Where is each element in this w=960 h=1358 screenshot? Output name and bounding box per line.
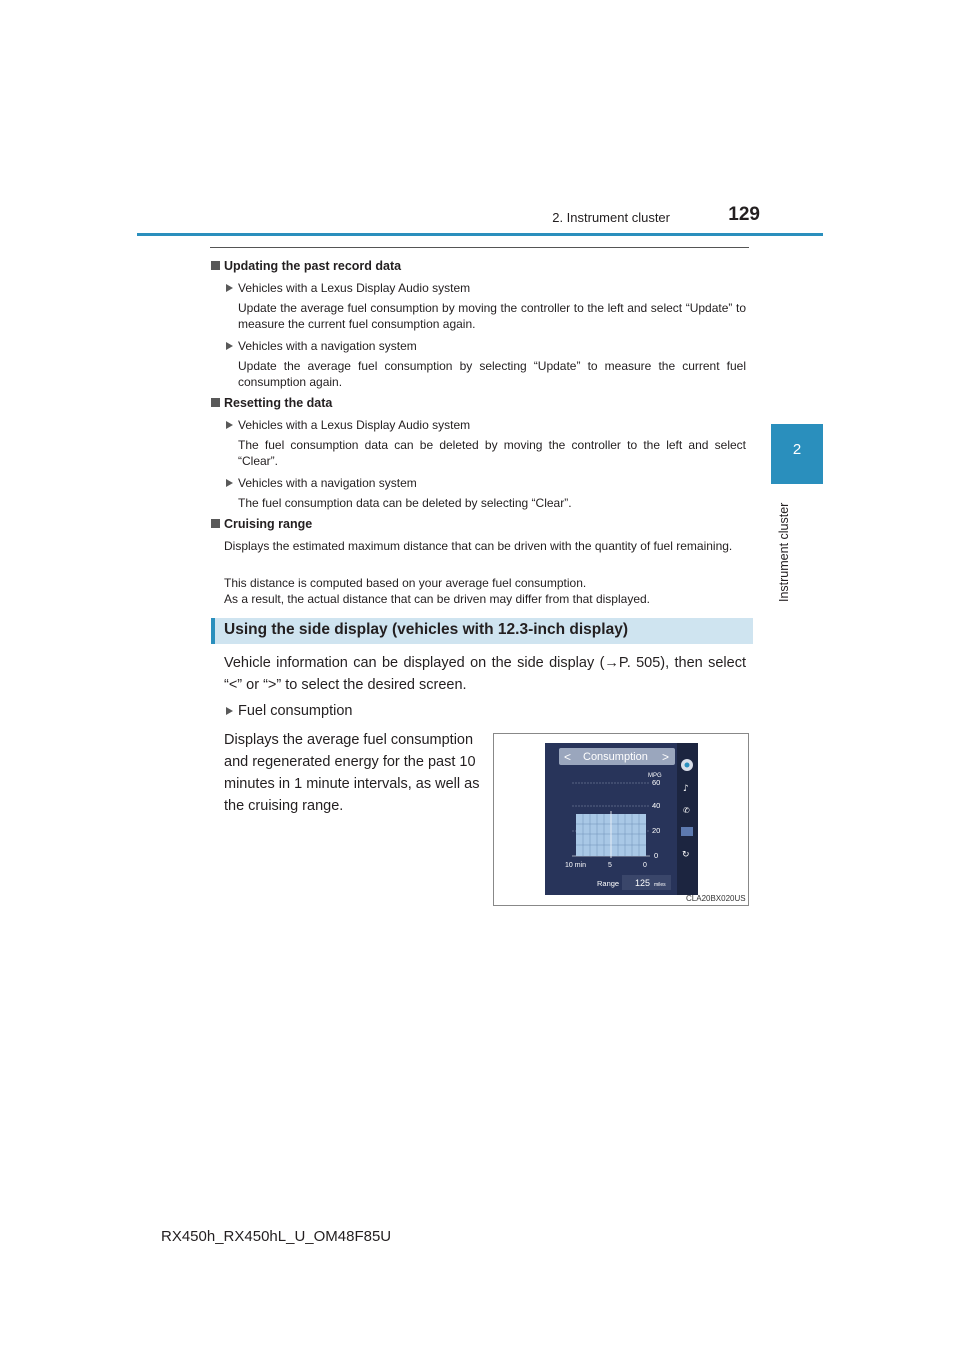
tick-label: 20 [652,826,660,835]
triangle-bullet-icon [226,284,233,292]
footer-document-id: RX450h_RX450hL_U_OM48F85U [161,1228,392,1245]
range-value: 125 [635,878,650,888]
heading-cruising: Cruising range [211,517,312,531]
screen-title: Consumption [583,751,648,763]
side-display-intro: Vehicle information can be displayed on … [224,655,746,693]
section-banner: Using the side display (vehicles with 12… [211,618,753,644]
triangle-bullet-icon [226,421,233,429]
range-unit: miles [654,882,666,888]
fuel-consumption-text: Displays the average fuel consumption an… [224,732,480,814]
consumption-bars [576,811,646,858]
side-display-screen: < Consumption > MPG 60 40 20 0 10 min 5 … [545,743,698,895]
screen-prev-arrow[interactable]: < [564,750,571,764]
square-bullet-icon [211,261,220,270]
music-icon[interactable]: ♪ [683,784,689,794]
tick-label: 60 [652,778,660,787]
heading-updating: Updating the past record data [211,259,401,273]
cruising-text-1: Displays the estimated maximum distance … [224,539,733,553]
square-bullet-icon [211,519,220,528]
phone-icon[interactable]: ✆ [683,806,690,815]
triangle-bullet-icon [226,342,233,350]
tick-label: 40 [652,801,660,810]
heading-resetting: Resetting the data [211,396,332,410]
bullet-fuel-consumption: Fuel consumption [226,700,352,722]
resetting-nav-text: The fuel consumption data can be deleted… [238,496,572,510]
vehicle-info-icon[interactable] [681,827,693,836]
bullet-navigation: Vehicles with a navigation system [226,338,417,354]
triangle-bullet-icon [226,707,233,715]
bullet-lexus-audio: Vehicles with a Lexus Display Audio syst… [226,280,470,296]
x-label: 5 [608,862,612,869]
x-label: 10 min [565,862,586,869]
triangle-bullet-icon [226,479,233,487]
chapter-tab: 2 [771,424,823,484]
header-rule [137,233,823,236]
range-label: Range [597,879,619,888]
tick-label: 0 [654,851,658,860]
cruising-text-2: This distance is computed based on your … [224,576,587,590]
updating-nav-text: Update the average fuel consumption by s… [238,359,746,389]
bullet-lexus-audio: Vehicles with a Lexus Display Audio syst… [226,417,470,433]
resetting-audio-text: The fuel consumption data can be deleted… [238,438,746,468]
content-top-rule [210,247,749,248]
page-number: 129 [728,204,760,225]
updating-audio-text: Update the average fuel consumption by m… [238,301,746,331]
cruising-text-3: As a result, the actual distance that ca… [224,592,651,606]
x-label: 0 [643,862,647,869]
air-conditioning-icon[interactable]: ↻ [682,850,690,860]
bullet-navigation: Vehicles with a navigation system [226,475,417,491]
screen-next-arrow[interactable]: > [662,750,669,764]
chapter-label: Instrument cluster [777,502,791,602]
image-code: CLA20BX020US [686,894,746,903]
screen-unit: MPG [648,773,662,779]
section-title: 2. Instrument cluster [552,210,670,225]
square-bullet-icon [211,398,220,407]
